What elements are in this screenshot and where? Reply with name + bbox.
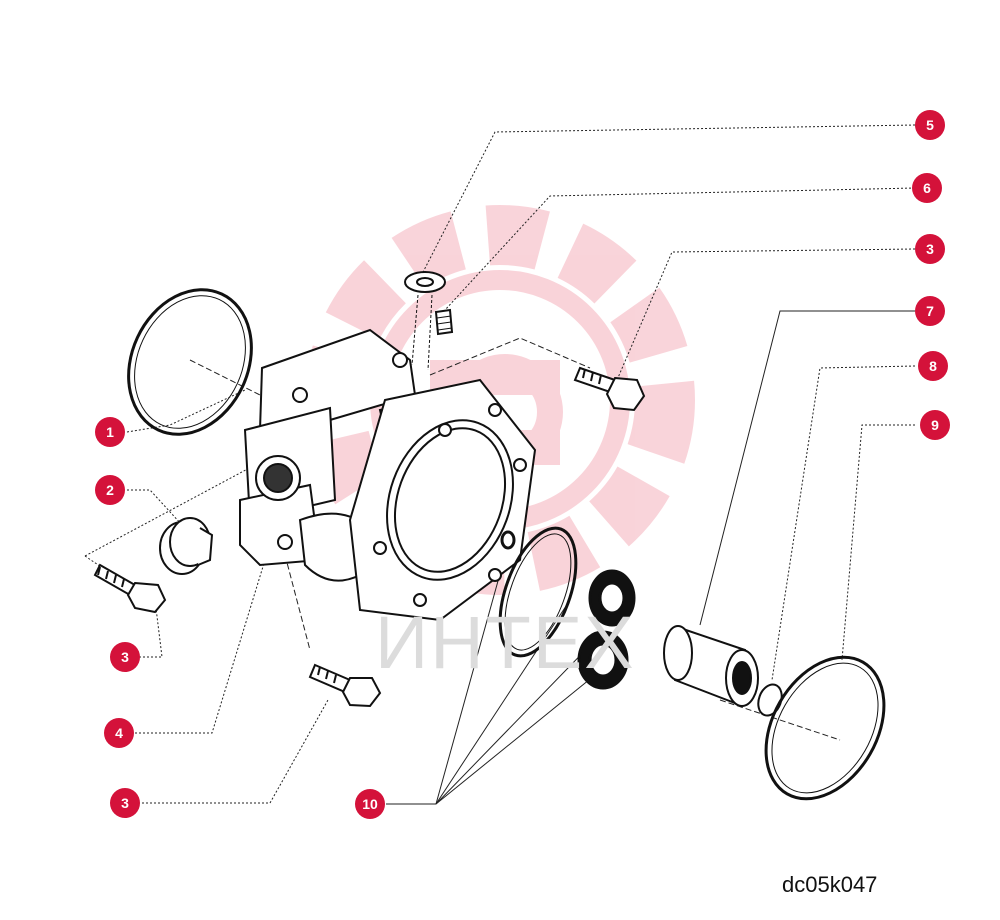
- part-plug-cap: [159, 517, 214, 575]
- drawing-code: dc05k047: [782, 872, 878, 897]
- part-o-ring-right: [764, 655, 886, 801]
- leader-lines: [84, 124, 916, 805]
- part-seal-kit: [498, 526, 636, 690]
- callout-2: 2: [95, 475, 125, 505]
- callout-10: 10: [355, 789, 385, 819]
- part-washer: [404, 271, 446, 371]
- part-bolt-left: [93, 563, 167, 614]
- callout-4: 4: [104, 718, 134, 748]
- part-set-screw: [434, 308, 454, 336]
- callout-3-bottom: 3: [110, 788, 140, 818]
- callout-3-left: 3: [110, 642, 140, 672]
- callout-6: 6: [912, 173, 942, 203]
- part-flange-plate: [348, 378, 537, 622]
- callout-3-top: 3: [915, 234, 945, 264]
- part-o-ring-large: [127, 288, 253, 436]
- watermark-text: ИНТЕХ: [375, 601, 636, 684]
- callout-9: 9: [920, 410, 950, 440]
- callout-7: 7: [915, 296, 945, 326]
- part-splined-sleeve: [663, 625, 759, 707]
- callout-1: 1: [95, 417, 125, 447]
- part-bolt-right: [573, 366, 646, 412]
- callout-5: 5: [915, 110, 945, 140]
- part-bolt-center: [308, 663, 382, 708]
- callout-8: 8: [918, 351, 948, 381]
